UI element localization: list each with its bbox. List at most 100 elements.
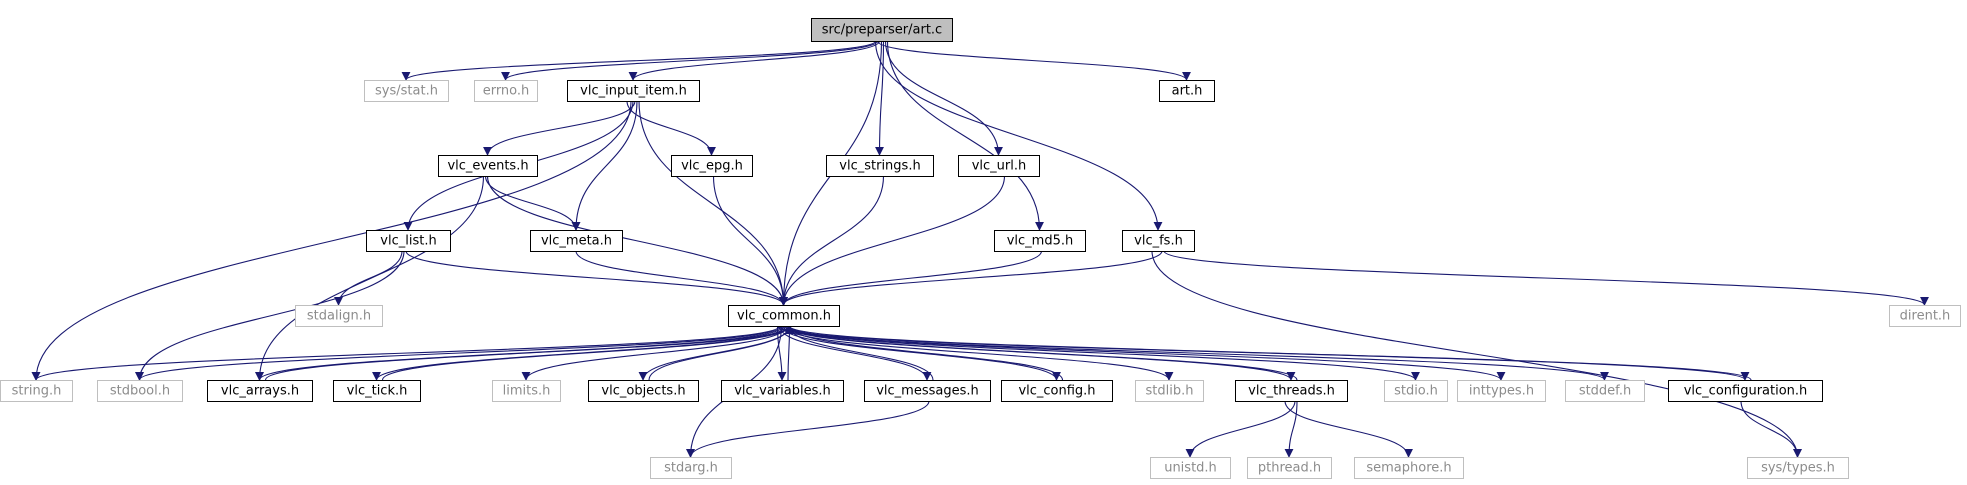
node-box	[97, 380, 183, 402]
node-box	[958, 155, 1040, 177]
node-box	[1889, 305, 1961, 327]
edge-vlc_input_item_h-to-vlc_common_h	[638, 100, 788, 306]
edge-vlc_common_h-to-vlc_variables_h	[776, 325, 787, 381]
edge-vlc_threads_h-to-semaphore_h	[1284, 400, 1413, 458]
node-label: pthread.h	[1258, 461, 1321, 476]
node-art-c[interactable]: src/preparser/art.c	[811, 18, 953, 42]
node-vlc-fs-h[interactable]: vlc_fs.h	[1122, 230, 1195, 252]
node-stdbool-h: stdbool.h	[97, 380, 183, 402]
node-box	[671, 155, 753, 177]
node-limits-h: limits.h	[492, 380, 561, 402]
edge-art_c-to-vlc_fs_h	[874, 40, 1163, 231]
node-label: inttypes.h	[1469, 384, 1534, 399]
edge-vlc_meta_h-to-vlc_common_h	[575, 250, 788, 306]
node-box	[366, 230, 451, 252]
node-stdalign-h: stdalign.h	[295, 305, 383, 327]
edge-vlc_url_h-to-vlc_common_h	[779, 175, 1006, 306]
node-box	[364, 80, 449, 102]
node-vlc-epg-h[interactable]: vlc_epg.h	[671, 155, 753, 177]
node-vlc-md5-h[interactable]: vlc_md5.h	[994, 230, 1086, 252]
node-vlc-objects-h[interactable]: vlc_objects.h	[588, 380, 699, 402]
edge-vlc_threads_h-to-pthread_h	[1284, 400, 1298, 458]
edge-vlc_common_h-to-stdbool_h	[135, 325, 783, 381]
node-vlc-variables-h[interactable]: vlc_variables.h	[721, 380, 844, 402]
node-label: errno.h	[483, 84, 530, 99]
node-label: vlc_fs.h	[1134, 234, 1183, 249]
node-label: sys/stat.h	[375, 84, 438, 99]
node-box	[1747, 457, 1849, 479]
node-box	[1159, 80, 1215, 102]
edge-vlc_common_h-to-vlc_config_h	[780, 325, 1061, 381]
node-sys-stat-h: sys/stat.h	[364, 80, 449, 102]
node-label: limits.h	[503, 384, 551, 399]
node-box	[0, 380, 73, 402]
node-label: vlc_tick.h	[347, 384, 408, 399]
node-vlc-meta-h[interactable]: vlc_meta.h	[530, 230, 623, 252]
node-label: vlc_events.h	[447, 159, 528, 174]
edge-vlc_list_h-to-stdbool_h	[135, 250, 405, 381]
edge-vlc_fs_h-to-dirent_h	[1163, 250, 1929, 306]
node-box	[864, 380, 991, 402]
node-label: vlc_md5.h	[1007, 234, 1074, 249]
node-box	[1001, 380, 1113, 402]
node-label: vlc_list.h	[380, 234, 436, 249]
node-vlc-threads-h[interactable]: vlc_threads.h	[1235, 380, 1348, 402]
node-vlc-common-h[interactable]: vlc_common.h	[728, 305, 840, 327]
node-vlc-url-h[interactable]: vlc_url.h	[958, 155, 1040, 177]
node-vlc-list-h[interactable]: vlc_list.h	[366, 230, 451, 252]
node-vlc-tick-h[interactable]: vlc_tick.h	[333, 380, 421, 402]
node-label: vlc_variables.h	[734, 384, 831, 399]
edge-art_c-to-vlc_url_h	[884, 40, 1003, 156]
edge-vlc_configuration_h-to-vlc_common_h	[785, 325, 1752, 381]
edge-art_c-to-vlc_strings_h	[875, 40, 885, 156]
node-stdlib-h: stdlib.h	[1135, 380, 1204, 402]
node-label: sys/types.h	[1761, 461, 1835, 476]
node-vlc-configuration-h[interactable]: vlc_configuration.h	[1668, 380, 1823, 402]
edge-vlc_configuration_h-to-sys_types_h	[1740, 400, 1802, 458]
node-label: vlc_common.h	[737, 309, 831, 324]
edge-vlc_common_h-to-stdio_h	[786, 325, 1420, 381]
edge-vlc_arrays_h-to-vlc_common_h	[264, 325, 794, 381]
node-vlc-strings-h[interactable]: vlc_strings.h	[826, 155, 934, 177]
edge-vlc_messages_h-to-vlc_common_h	[785, 325, 934, 381]
node-box	[1565, 380, 1645, 402]
node-box	[1150, 457, 1231, 479]
node-box	[588, 380, 699, 402]
node-label: vlc_meta.h	[541, 234, 612, 249]
edge-vlc_events_h-to-vlc_meta_h	[484, 175, 581, 231]
node-label: dirent.h	[1900, 309, 1951, 324]
node-sys-types-h: sys/types.h	[1747, 457, 1849, 479]
node-vlc-messages-h[interactable]: vlc_messages.h	[864, 380, 991, 402]
node-pthread-h: pthread.h	[1247, 457, 1332, 479]
node-vlc-config-h[interactable]: vlc_config.h	[1001, 380, 1113, 402]
node-box	[1247, 457, 1332, 479]
node-vlc-arrays-h[interactable]: vlc_arrays.h	[207, 380, 313, 402]
node-label: vlc_messages.h	[876, 384, 979, 399]
node-stddef-h: stddef.h	[1565, 380, 1645, 402]
node-box	[1668, 380, 1823, 402]
edge-vlc_variables_h-to-vlc_common_h	[784, 325, 794, 381]
edge-vlc_strings_h-to-vlc_common_h	[779, 175, 885, 306]
node-art-h[interactable]: art.h	[1159, 80, 1215, 102]
node-label: unistd.h	[1164, 461, 1217, 476]
node-label: stdarg.h	[664, 461, 718, 476]
edge-vlc_input_item_h-to-vlc_events_h	[483, 100, 636, 156]
edge-vlc_threads_h-to-unistd_h	[1185, 400, 1296, 458]
node-box	[1135, 380, 1204, 402]
node-box	[1122, 230, 1195, 252]
node-vlc-events-h[interactable]: vlc_events.h	[438, 155, 538, 177]
node-label: stdalign.h	[307, 309, 371, 324]
node-label: src/preparser/art.c	[822, 23, 942, 38]
edge-vlc_fs_h-to-vlc_common_h	[779, 250, 1163, 306]
node-box	[1235, 380, 1348, 402]
node-box	[1457, 380, 1546, 402]
node-unistd-h: unistd.h	[1150, 457, 1231, 479]
node-box	[438, 155, 538, 177]
edge-vlc_tick_h-to-vlc_common_h	[381, 325, 794, 381]
node-semaphore-h: semaphore.h	[1354, 457, 1464, 479]
node-vlc-input-item-h[interactable]: vlc_input_item.h	[567, 80, 700, 102]
node-box	[650, 457, 732, 479]
edge-vlc_objects_h-to-vlc_common_h	[648, 325, 794, 381]
edge-vlc_threads_h-to-vlc_common_h	[785, 325, 1298, 381]
